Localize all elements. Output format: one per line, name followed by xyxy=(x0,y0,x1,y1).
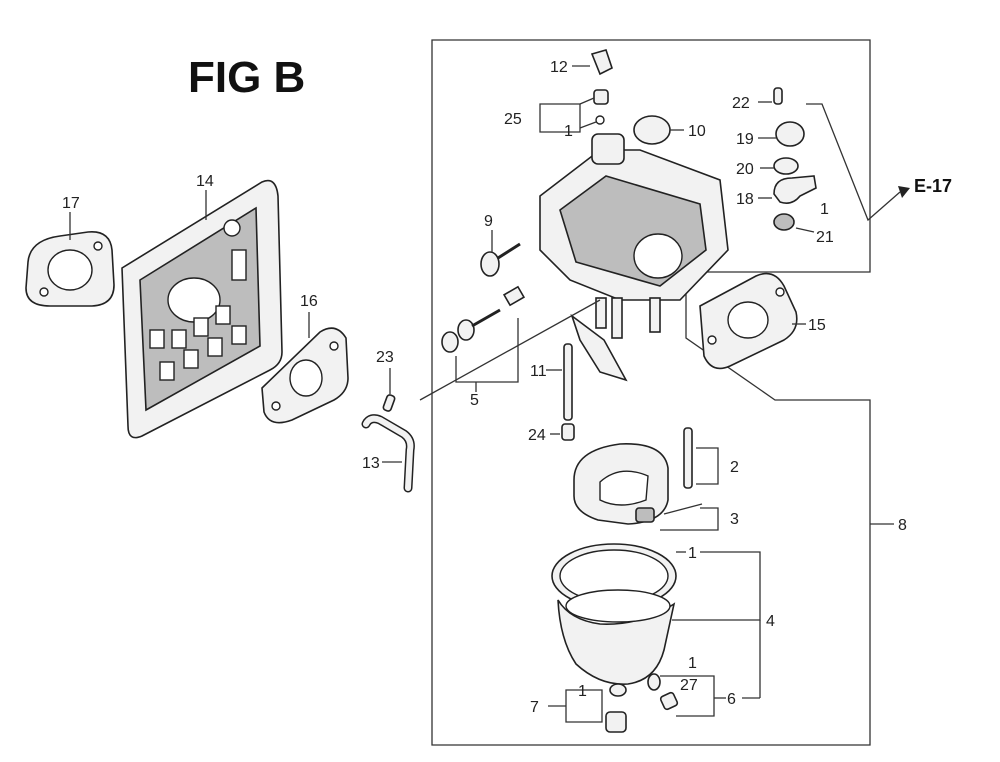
callout-13: 13 xyxy=(362,455,380,472)
callout-19: 19 xyxy=(736,131,754,148)
drain-screw-27 xyxy=(647,673,679,711)
leader-1a xyxy=(579,121,597,129)
assembly-outline xyxy=(431,39,871,746)
needle-3 xyxy=(663,503,703,515)
float-bowl-4 xyxy=(551,543,677,685)
needle-11 xyxy=(563,343,573,421)
bracket-4 xyxy=(672,551,761,621)
bracket-25 xyxy=(539,103,581,133)
float-3 xyxy=(573,443,669,525)
bracket-5 xyxy=(455,318,519,383)
callout-27: 27 xyxy=(680,677,698,694)
callout-5: 5 xyxy=(470,392,479,409)
arrow-e17 xyxy=(898,186,910,198)
callout-9: 9 xyxy=(484,213,493,230)
clip-23 xyxy=(382,394,396,412)
gasket-17 xyxy=(25,231,115,307)
jet-24 xyxy=(561,423,575,441)
callout-2: 2 xyxy=(730,459,739,476)
callout-6: 6 xyxy=(727,691,736,708)
screw-set-5 xyxy=(441,285,526,353)
screw-12 xyxy=(590,49,613,76)
callout-1-bolt: 1 xyxy=(578,683,587,700)
choke-parts xyxy=(773,87,817,231)
callout-3: 3 xyxy=(730,511,739,528)
leader-5b xyxy=(419,299,601,401)
callout-11: 11 xyxy=(530,363,547,380)
bowl-bolt-7 xyxy=(605,683,627,733)
insulator-plate-14 xyxy=(121,179,283,439)
gasket-16 xyxy=(261,327,349,424)
callout-4: 4 xyxy=(766,613,775,630)
cap-10 xyxy=(633,115,671,145)
leader-21 xyxy=(795,227,815,233)
callout-21: 21 xyxy=(816,229,834,246)
bracket-27 xyxy=(660,675,715,717)
callout-22: 22 xyxy=(732,95,750,112)
callout-17: 17 xyxy=(62,195,80,212)
pilot-screw-25 xyxy=(593,89,609,125)
reference-label-e17: E-17 xyxy=(914,176,952,196)
leader-25 xyxy=(579,97,595,105)
leader-e17 xyxy=(806,103,901,222)
callout-20: 20 xyxy=(736,161,754,178)
bracket-7 xyxy=(565,689,603,723)
screw-9 xyxy=(480,242,521,277)
pin-2 xyxy=(683,427,693,489)
tube-13 xyxy=(361,414,415,493)
bracket-3 xyxy=(660,507,719,531)
gasket-15 xyxy=(699,272,798,370)
bracket-2 xyxy=(696,447,719,485)
callout-7: 7 xyxy=(530,699,539,716)
callout-16: 16 xyxy=(300,293,318,310)
callout-1-pilot: 1 xyxy=(564,123,573,140)
callout-1-drain: 1 xyxy=(688,655,697,672)
callout-1-washer: 1 xyxy=(820,201,829,218)
callout-14: 14 xyxy=(196,173,214,190)
callout-12: 12 xyxy=(550,59,568,76)
callout-10: 10 xyxy=(688,123,706,140)
callout-1-bowl: 1 xyxy=(688,545,697,562)
callout-25: 25 xyxy=(504,111,522,128)
callout-23: 23 xyxy=(376,349,394,366)
callout-15: 15 xyxy=(808,317,826,334)
carburetor-body xyxy=(539,133,729,382)
callout-8: 8 xyxy=(898,517,907,534)
callout-18: 18 xyxy=(736,191,754,208)
figure-title: FIG B xyxy=(188,53,305,102)
callout-24: 24 xyxy=(528,427,546,444)
